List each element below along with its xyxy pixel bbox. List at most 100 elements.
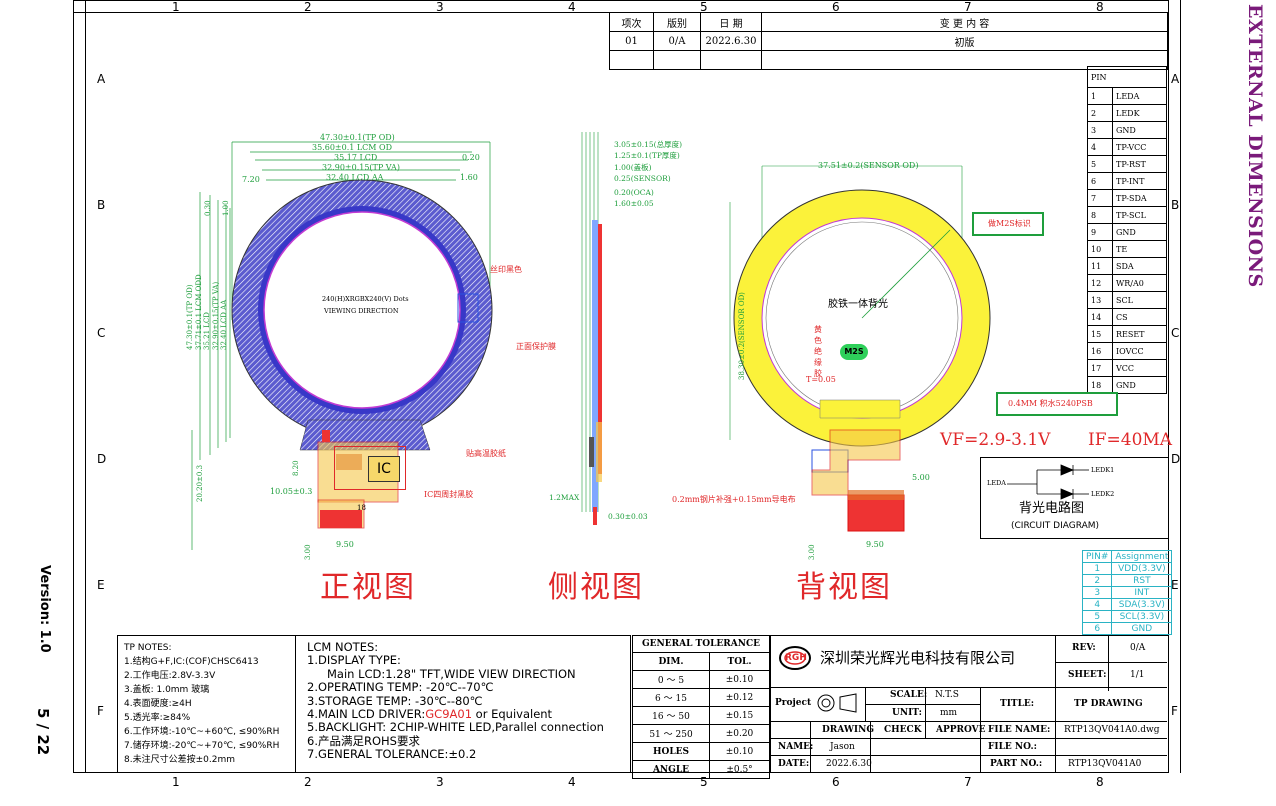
revision-table: 项次 版别 日 期 变 更 内 容 01 0/A 2022.6.30 初版 <box>609 12 1168 70</box>
tolerance-row: HOLES±0.10 <box>632 742 770 761</box>
sheet-label: SHEET: <box>1068 670 1107 680</box>
version-label: Version: 1.0 <box>37 565 52 653</box>
front-dots-label: 240(H)XRGBX240(V) Dots <box>322 295 409 303</box>
back-dim-vod: 38.30±0.2(SENSOR OD) <box>738 292 746 380</box>
title-block <box>770 635 1169 773</box>
side-view-drawing <box>581 132 602 525</box>
front-vdim-100: 1.00 <box>222 200 230 216</box>
front-dim-950: 9.50 <box>336 540 354 549</box>
back-dim-od: 37.51±0.2(SENSOR OD) <box>818 161 919 170</box>
sheet-value: 1/1 <box>1130 670 1145 680</box>
front-view-title: 正视图 <box>320 570 416 605</box>
frame-left-divider <box>85 0 86 773</box>
notes-divider <box>295 635 296 772</box>
back-dim-950: 9.50 <box>866 540 884 549</box>
side-dim-12max: 1.2MAX <box>549 493 580 502</box>
scale-value: N.T.S <box>935 690 959 700</box>
front-callout-tape: 贴高温胶纸 <box>466 449 506 458</box>
front-dim-1005: 10.05±0.3 <box>270 487 313 496</box>
grid-col-8: 8 <box>1096 775 1104 789</box>
tolerance-row: 0 ～ 5±0.10 <box>632 670 770 689</box>
company-logo: RGH <box>778 644 812 672</box>
front-viewing-label: VIEWING DIRECTION <box>324 307 399 315</box>
grid-row-F: F <box>1171 704 1178 718</box>
grid-col-3: 3 <box>436 0 444 14</box>
circuit-title-en: (CIRCUIT DIAGRAM) <box>1011 521 1100 531</box>
tp-note-item: 5.透光率:≥84% <box>124 713 191 723</box>
drawing-label: DRAWING <box>822 725 875 735</box>
side-dim-030: 0.30±0.03 <box>608 512 648 521</box>
grid-row-A: A <box>1171 72 1180 86</box>
grid-col-4: 4 <box>568 775 576 789</box>
grid-col-7: 7 <box>964 0 972 14</box>
back-dim-500: 5.00 <box>912 473 930 482</box>
front-pin-18: 18 <box>357 504 366 512</box>
front-view-drawing <box>191 141 493 550</box>
front-dim-300: 3.00 <box>304 544 312 560</box>
back-dim-300: 3.00 <box>808 544 816 560</box>
frame-right-divider <box>1168 0 1169 773</box>
unit-value: mm <box>940 708 958 718</box>
grid-col-8: 8 <box>1096 0 1104 14</box>
side-dim-oca: 0.20(OCA) <box>614 188 654 197</box>
back-view-drawing <box>729 165 991 532</box>
tolerance-row: 6 ～ 15±0.12 <box>632 688 770 707</box>
file-name-label: FILE NAME: <box>988 725 1051 735</box>
glue-label: 黄色绝缘胶 <box>814 325 822 378</box>
front-callout-film: 正面保护膜 <box>516 342 556 351</box>
tolerance-row: 51 ～ 250±0.20 <box>632 724 770 743</box>
vf-spec: VF=2.9-3.1V <box>940 430 1051 450</box>
grid-row-C: C <box>97 326 106 340</box>
tp-note-item: 7.储存环境:-20℃~+70℃, ≤90%RH <box>124 741 280 751</box>
driver-ic: GC9A01 <box>425 707 473 722</box>
front-dim-lcd-aa: 32.40 LCD AA <box>326 173 384 182</box>
grid-col-7: 7 <box>964 775 972 789</box>
tolerance-row: ANGLE±0.5° <box>632 760 770 779</box>
scale-label: SCALE: <box>890 690 928 700</box>
grid-row-D: D <box>97 452 107 466</box>
backlight-label: 胶铁一体背光 <box>828 299 888 310</box>
tp-note-item: 3.盖板: 1.0mm 玻璃 <box>124 685 210 695</box>
side-dim-160: 1.60±0.05 <box>614 199 654 208</box>
grid-col-1: 1 <box>172 0 180 14</box>
grid-col-1: 1 <box>172 775 180 789</box>
lcm-notes: LCM NOTES: 1.DISPLAY TYPE: Main LCD:1.28… <box>307 640 604 762</box>
circuit-leda: LEDA <box>987 479 1006 487</box>
if-spec: IF=40MA <box>1088 430 1173 450</box>
grid-col-4: 4 <box>568 0 576 14</box>
projection-symbol-icon <box>816 692 860 714</box>
tp-note-item: 8.未注尺寸公差按±0.2mm <box>124 755 235 765</box>
rev-label: REV: <box>1072 643 1096 653</box>
tolerance-row: 16 ～ 50±0.15 <box>632 706 770 725</box>
grid-col-6: 6 <box>832 775 840 789</box>
grid-row-D: D <box>1171 452 1181 466</box>
front-dim-160: 1.60 <box>460 173 478 182</box>
side-title: EXTERNAL DIMENSIONS <box>1244 4 1266 288</box>
front-dim-820: 8.20 <box>292 460 300 476</box>
frame-bottom-divider <box>73 772 1169 773</box>
date-label: DATE: <box>778 759 810 769</box>
front-dim-tp-od: 47.30±0.1(TP OD) <box>320 133 395 142</box>
